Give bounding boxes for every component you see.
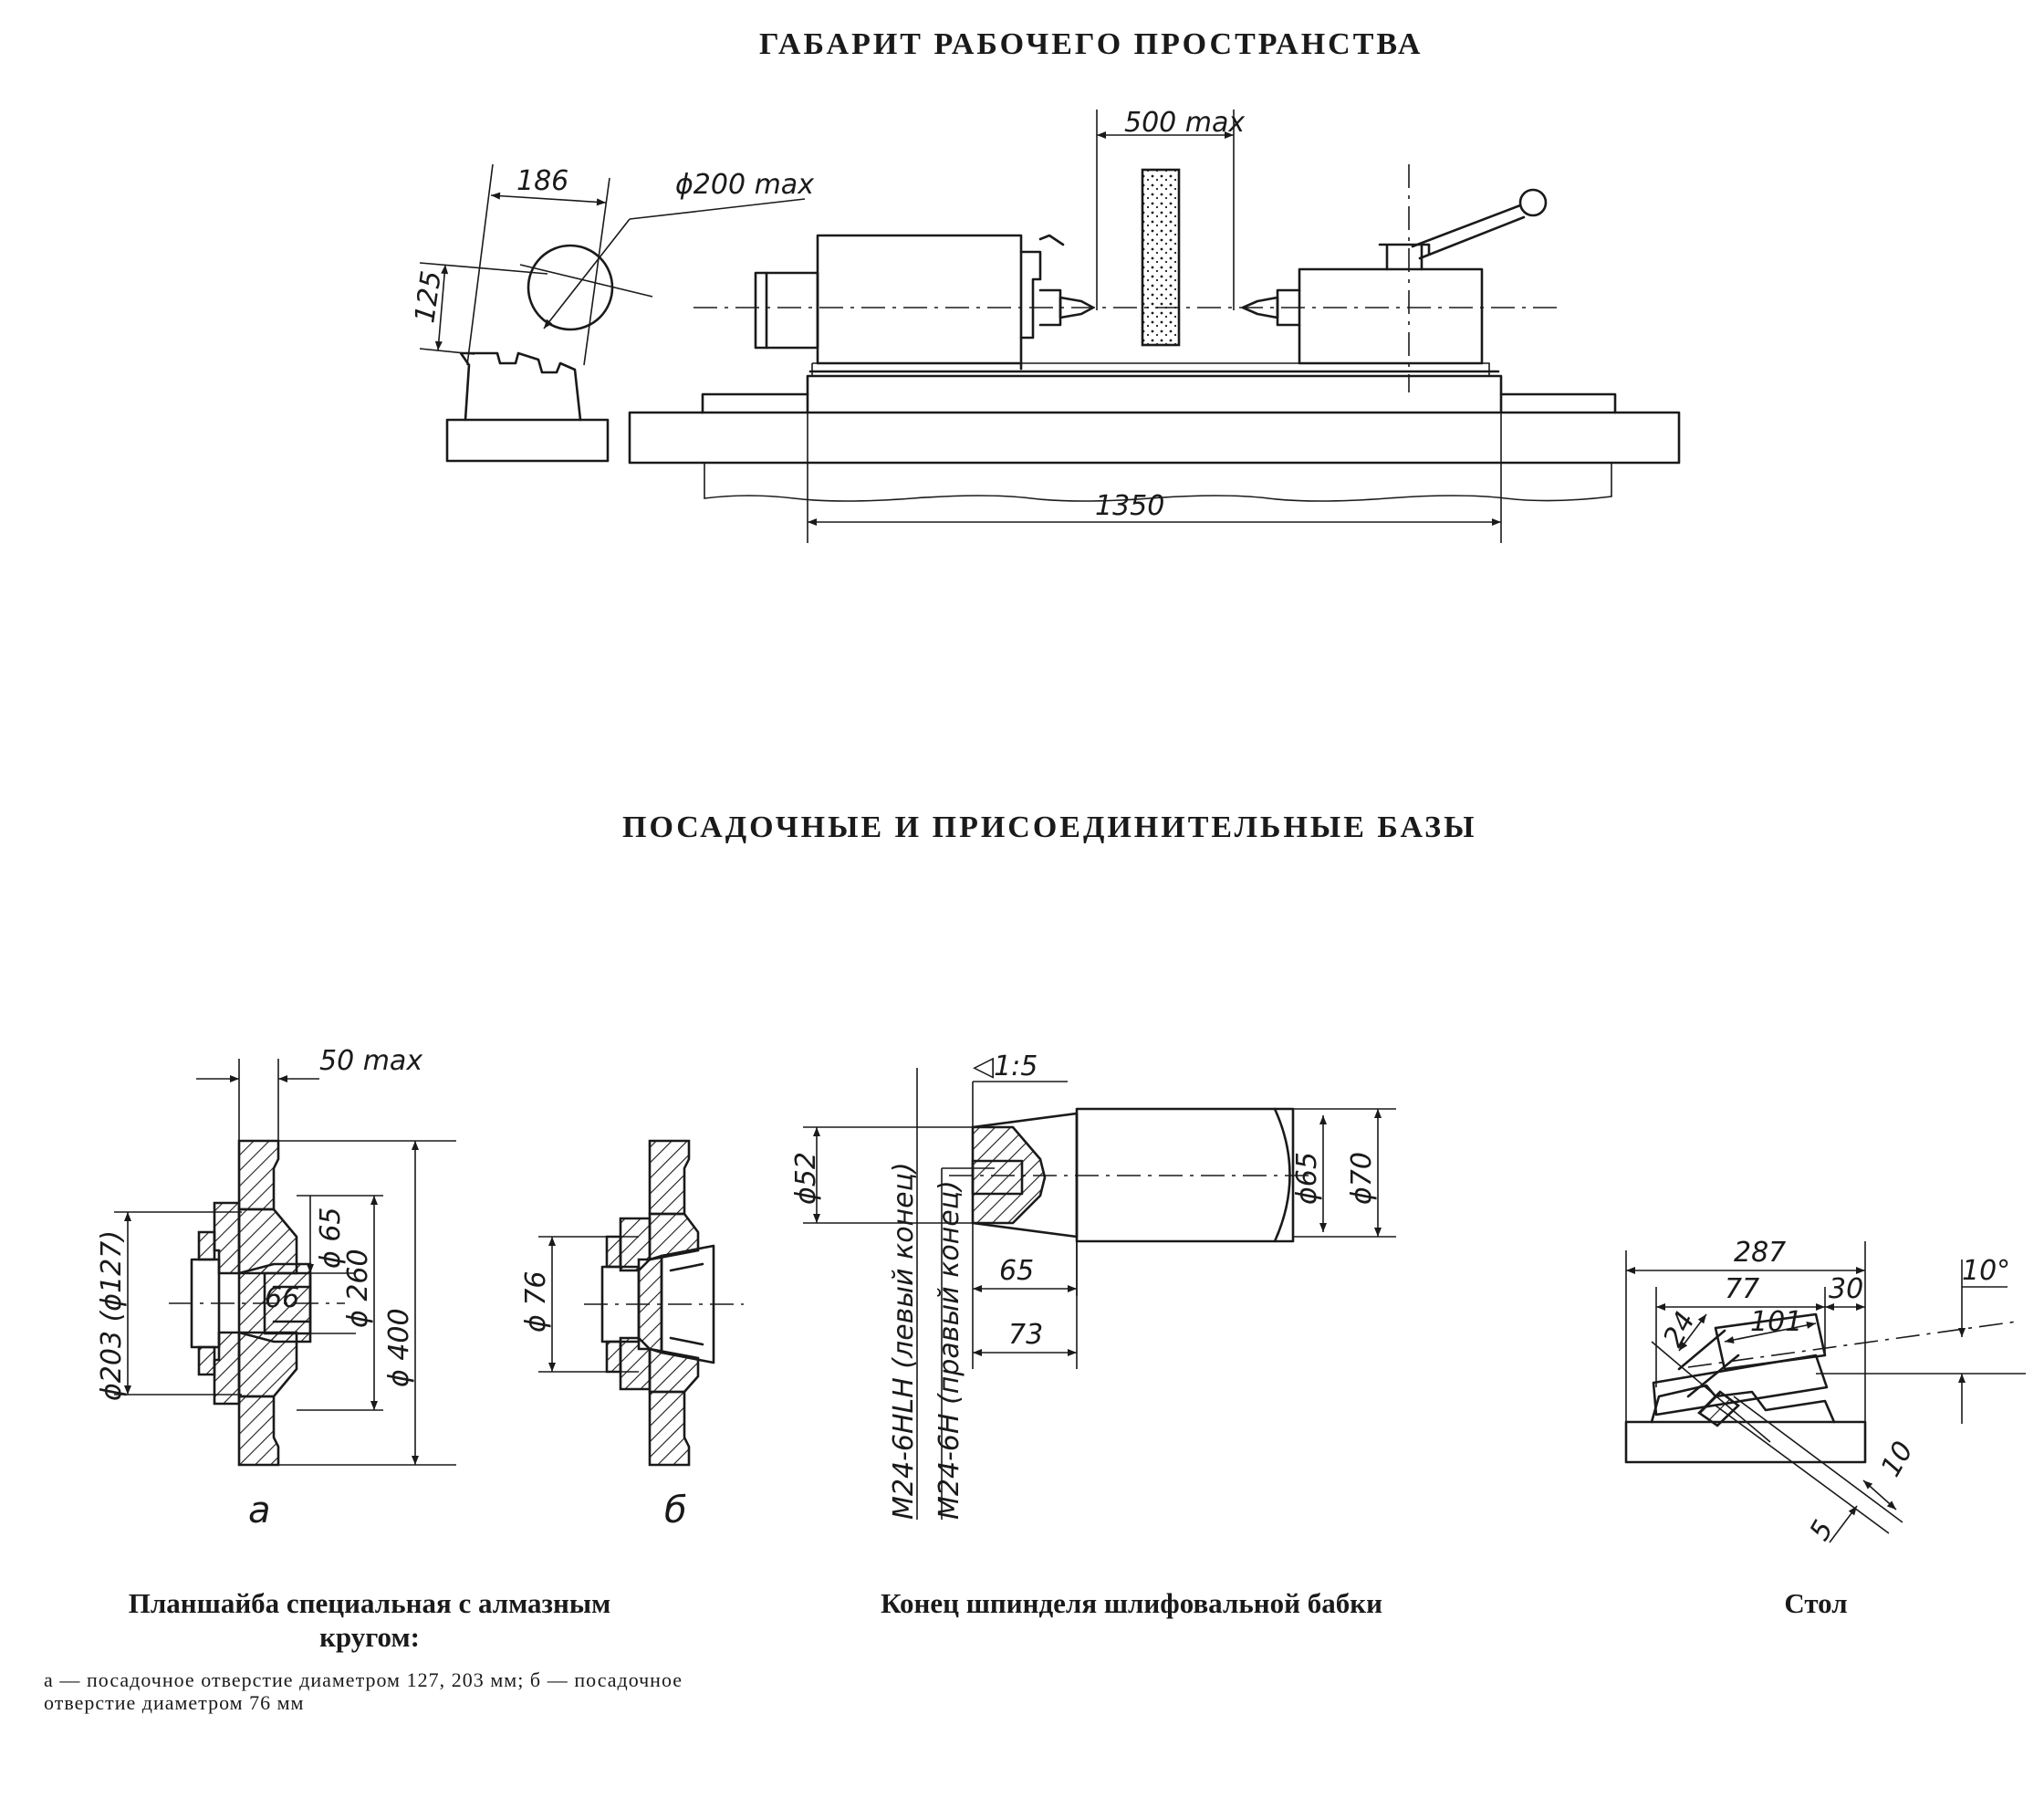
faceplate-a-rim-top	[237, 1139, 280, 1211]
dim-1350: 1350	[1095, 490, 1164, 522]
dim-5-line	[1829, 1505, 1858, 1543]
dim-24-line	[1678, 1313, 1707, 1352]
dim-101-line	[1724, 1322, 1817, 1343]
spindle-thread-bore	[971, 1159, 1024, 1196]
dim-65-len: 65	[999, 1255, 1034, 1287]
bed-slide	[806, 374, 1503, 414]
left-support-profile	[459, 351, 582, 422]
headstock-flange	[1019, 250, 1042, 340]
faceplate-a-rim-bottom	[237, 1395, 280, 1467]
dim-taper: ◁1:5	[973, 1051, 1038, 1082]
table-plate	[811, 362, 1490, 376]
table-top-profile	[1650, 1384, 1836, 1424]
faceplate-caption: Планшайба специальная с алмазным кругом:	[128, 1587, 611, 1654]
faceplate-b-cone-lines	[669, 1262, 704, 1346]
dim-287: 287	[1734, 1237, 1786, 1269]
title-working-space: ГАБАРИТ РАБОЧЕГО ПРОСТРАНСТВА	[759, 27, 1424, 61]
faceplate-b-cone	[660, 1244, 715, 1364]
ext-186-left	[466, 163, 494, 366]
faceplate-b-hub-top	[619, 1217, 652, 1272]
dim-73: 73	[1008, 1319, 1043, 1351]
headstock-body	[816, 234, 1023, 365]
grinding-wheel	[1141, 168, 1181, 347]
dim-400: ϕ 400	[383, 1308, 415, 1387]
faceplate-b-drawing: ϕ 76 б	[520, 1139, 744, 1531]
dim-260: ϕ 260	[342, 1249, 374, 1328]
label-b: б	[664, 1490, 687, 1531]
circle-centerline	[519, 264, 653, 298]
dim-10: 10	[1875, 1436, 1920, 1482]
dim-10deg: 10°	[1962, 1255, 2010, 1287]
thread-right: M24-6H (правый конец)	[933, 1180, 965, 1520]
faceplate-b-rim-bottom	[648, 1390, 691, 1467]
faceplate-note: а — посадочное отверстие диаметром 127, …	[44, 1668, 683, 1715]
dim-125-line	[434, 264, 449, 351]
dim-50: 50 max	[319, 1045, 422, 1077]
ext-186-right	[583, 177, 610, 366]
bed-break-outline	[704, 463, 1612, 502]
tailstock-center	[1241, 296, 1279, 319]
dim-203: ϕ203 (ϕ127)	[96, 1230, 128, 1401]
faceplate-a-drawing: 50 max ϕ203 (ϕ127) ϕ 65 66 ϕ 260 ϕ 400	[96, 1045, 456, 1531]
title-mounting-bases: ПОСАДОЧНЫЕ И ПРИСОЕДИНИТЕЛЬНЫЕ БАЗЫ	[622, 810, 1477, 844]
tailstock-lever	[1411, 204, 1526, 260]
thread-left: M24-6HLH (левый конец)	[888, 1162, 920, 1520]
dim-30: 30	[1829, 1273, 1863, 1305]
dim-5: 5	[1804, 1515, 1841, 1546]
dim-500: 500 max	[1124, 107, 1245, 139]
spindle-end-drawing: ◁1:5 ϕ52 M24-6HLH (левый конец) M24-6H (…	[790, 1051, 1396, 1520]
dim-101: 101	[1750, 1306, 1802, 1338]
table-drawing: 287 77 30 24 101 10° 10 5	[1624, 1237, 2026, 1546]
faceplate-b-rim-top	[648, 1139, 691, 1216]
dim-200-leader	[543, 218, 631, 329]
dim-186-line	[490, 192, 607, 206]
dim-70: ϕ70	[1346, 1152, 1378, 1205]
dim-77: 77	[1725, 1273, 1759, 1305]
headstock-center	[1058, 296, 1095, 319]
table-tilt-axis	[1687, 1321, 2018, 1368]
dim-186: 186	[516, 165, 568, 197]
tailstock-lever-knob	[1518, 188, 1548, 217]
dim-66: 66	[265, 1282, 299, 1314]
ext-125-bottom	[419, 348, 475, 355]
label-a: а	[248, 1490, 271, 1531]
headstock-dog	[1038, 234, 1065, 246]
dim-24: 24	[1657, 1307, 1702, 1353]
table-caption: Стол	[1784, 1587, 1848, 1619]
dim-76: ϕ 76	[520, 1271, 552, 1333]
dim-65-spindle: ϕ65	[1291, 1152, 1323, 1205]
bed-upper-edge	[701, 392, 1617, 414]
dim-125: 125	[409, 269, 448, 326]
dim-10-line	[1862, 1479, 1897, 1511]
faceplate-a-bore-lines	[272, 1285, 312, 1323]
dim-52: ϕ52	[790, 1152, 822, 1205]
working-space-drawing: 186 125 ϕ200 max	[409, 107, 1681, 543]
spindle-caption: Конец шпинделя шлифовальной бабки	[881, 1587, 1382, 1619]
dim-200-shelf	[629, 198, 806, 220]
machine-table	[628, 411, 1681, 465]
dim-65-face: ϕ 65	[315, 1207, 347, 1270]
tailstock-body	[1298, 267, 1484, 365]
headstock-pulley	[754, 271, 819, 350]
left-support-base	[445, 418, 610, 463]
dim-200: ϕ200 max	[675, 169, 814, 201]
